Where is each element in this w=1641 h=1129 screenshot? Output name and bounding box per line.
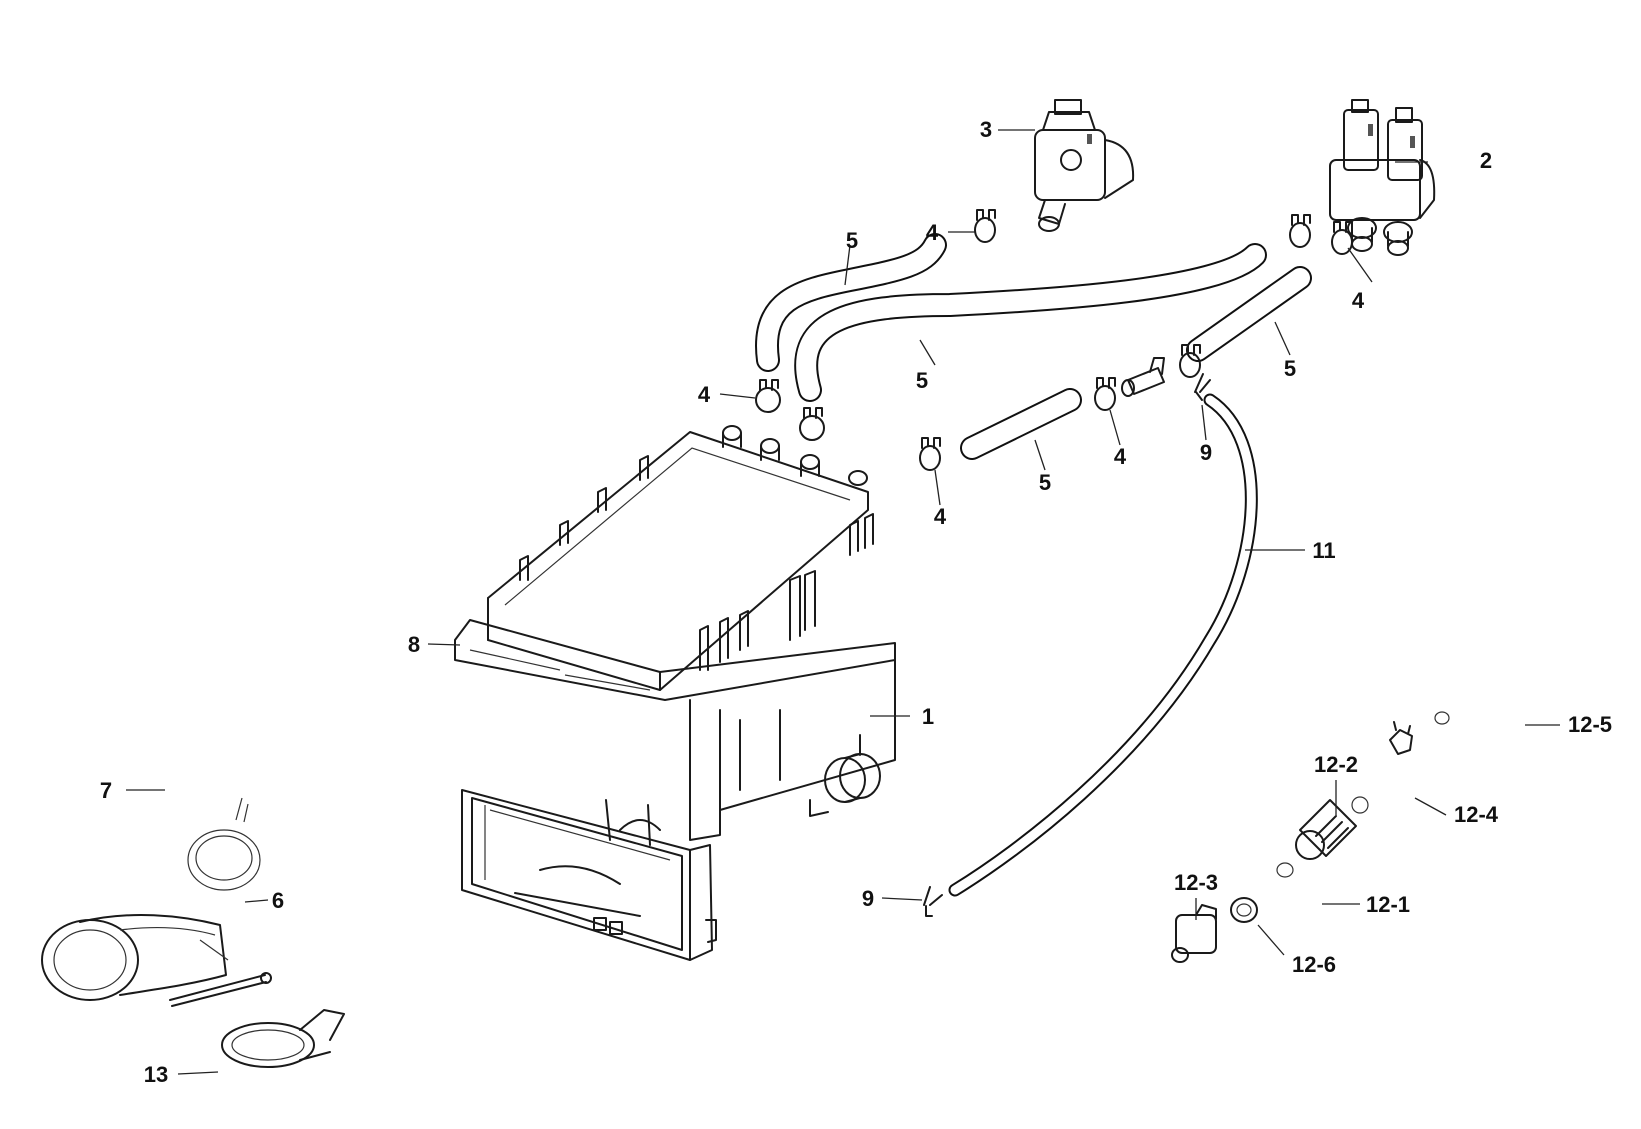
t-connector xyxy=(1121,357,1165,397)
callout-8: 8 xyxy=(408,632,420,657)
callout-4e: 4 xyxy=(1114,444,1127,469)
callout-2: 2 xyxy=(1480,148,1492,173)
water-valve-double xyxy=(1329,99,1436,256)
hose-clamps xyxy=(755,209,1353,471)
callout-9b: 9 xyxy=(862,886,874,911)
callout-12-5: 12-5 xyxy=(1568,712,1612,737)
callout-12-3: 12-3 xyxy=(1174,870,1218,895)
long-tube xyxy=(948,393,1258,897)
part-12-assembly xyxy=(1171,711,1450,963)
callout-4b: 4 xyxy=(1352,288,1365,313)
callout-1: 1 xyxy=(922,704,934,729)
callout-12-4: 12-4 xyxy=(1454,802,1499,827)
part-6-elbow xyxy=(41,913,229,1001)
callout-5a: 5 xyxy=(846,228,858,253)
callout-5b: 5 xyxy=(916,368,928,393)
hose-set xyxy=(755,233,1312,460)
callout-12-2: 12-2 xyxy=(1314,752,1358,777)
callout-3: 3 xyxy=(980,117,992,142)
callout-4c: 4 xyxy=(698,382,711,407)
callout-labels: 1 2 3 4 4 4 4 4 5 5 5 5 6 7 8 9 9 11 12-… xyxy=(100,117,1612,1087)
callout-13: 13 xyxy=(144,1062,168,1087)
callout-12-6: 12-6 xyxy=(1292,952,1336,977)
y-fitting xyxy=(923,373,1211,917)
callout-12-1: 12-1 xyxy=(1366,892,1410,917)
water-valve-single xyxy=(1034,99,1135,232)
leader-lines xyxy=(126,129,1560,1075)
callout-4d: 4 xyxy=(934,504,947,529)
callout-9a: 9 xyxy=(1200,440,1212,465)
callout-4a: 4 xyxy=(926,220,939,245)
part-13-clamp xyxy=(169,972,345,1068)
callout-11: 11 xyxy=(1312,538,1335,563)
callout-7: 7 xyxy=(100,778,112,803)
part-7-ring xyxy=(187,797,261,891)
callout-5d: 5 xyxy=(1284,356,1296,381)
callout-5c: 5 xyxy=(1039,470,1051,495)
dispenser-housing xyxy=(454,425,896,961)
callout-6: 6 xyxy=(272,888,284,913)
